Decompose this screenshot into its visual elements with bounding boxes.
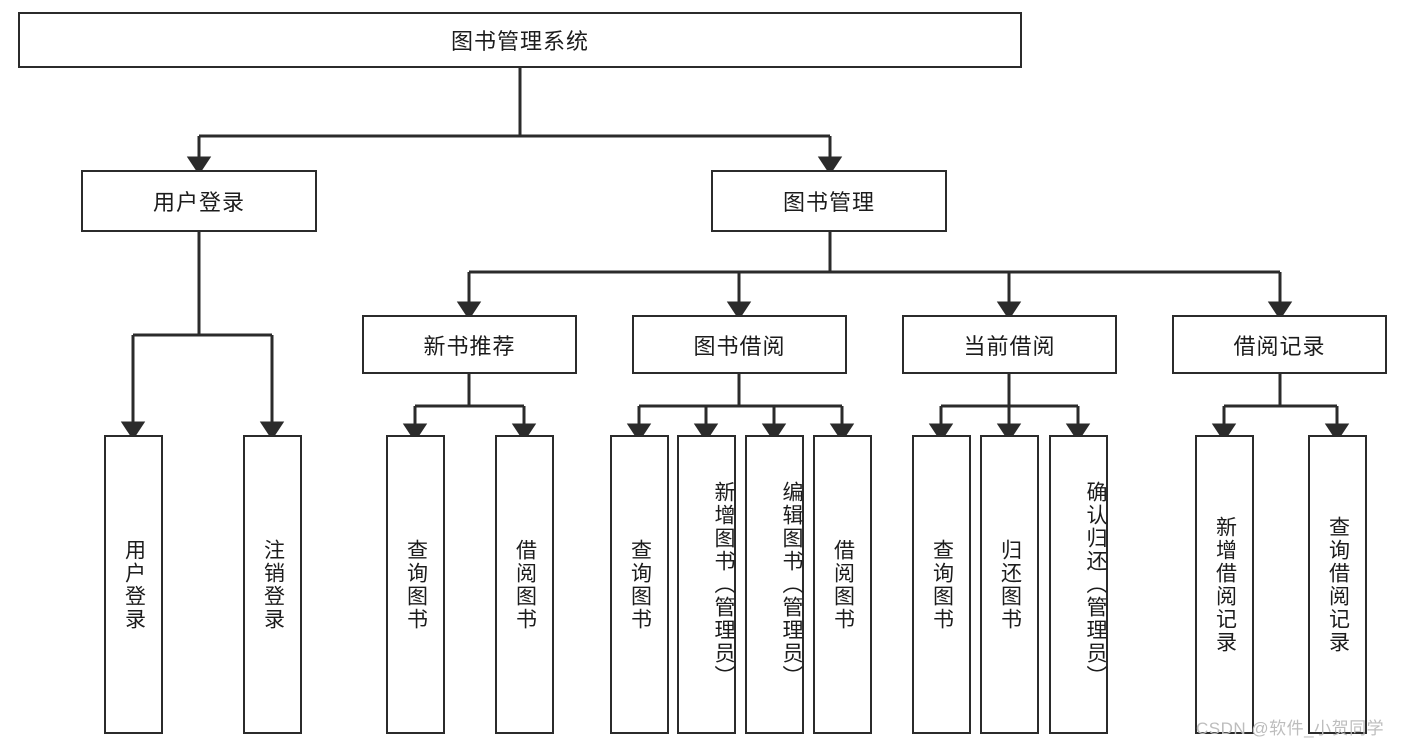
node-leaf-add-book[interactable]: 新增图书（管理员） [677,435,736,734]
node-leaf-query-book-1-label: 查询图书 [404,538,428,631]
node-leaf-confirm-return-label: 确认归还（管理员） [1084,481,1107,688]
node-user-login[interactable]: 用户登录 [81,170,317,232]
node-current-borrow-label: 当前借阅 [963,333,1056,359]
node-leaf-user-login[interactable]: 用户登录 [104,435,163,734]
node-new-book-recommend[interactable]: 新书推荐 [362,315,577,374]
node-leaf-logout-login[interactable]: 注销登录 [243,435,302,734]
node-borrow-record[interactable]: 借阅记录 [1172,315,1387,374]
node-leaf-query-book-1[interactable]: 查询图书 [386,435,445,734]
node-root-label: 图书管理系统 [450,29,589,54]
node-leaf-logout-login-label: 注销登录 [261,538,285,631]
node-borrow-record-label: 借阅记录 [1233,333,1326,359]
node-root[interactable]: 图书管理系统 [18,12,1022,68]
node-new-book-recommend-label: 新书推荐 [423,333,516,359]
node-current-borrow[interactable]: 当前借阅 [902,315,1117,374]
node-leaf-query-book-3-label: 查询图书 [930,538,954,631]
node-leaf-query-record[interactable]: 查询借阅记录 [1308,435,1367,734]
node-leaf-add-record-label: 新增借阅记录 [1213,515,1237,654]
node-leaf-return-book[interactable]: 归还图书 [980,435,1039,734]
node-leaf-borrow-book-1-label: 借阅图书 [513,538,537,631]
node-leaf-query-book-2[interactable]: 查询图书 [610,435,669,734]
node-leaf-borrow-book-1[interactable]: 借阅图书 [495,435,554,734]
node-leaf-borrow-book-2[interactable]: 借阅图书 [813,435,872,734]
node-leaf-add-record[interactable]: 新增借阅记录 [1195,435,1254,734]
node-book-borrow-label: 图书借阅 [693,333,786,359]
node-leaf-edit-book[interactable]: 编辑图书（管理员） [745,435,804,734]
node-leaf-user-login-label: 用户登录 [122,538,146,631]
node-leaf-borrow-book-2-label: 借阅图书 [831,538,855,631]
node-leaf-return-book-label: 归还图书 [998,538,1022,631]
node-user-login-label: 用户登录 [152,190,245,215]
node-leaf-query-record-label: 查询借阅记录 [1326,515,1350,654]
node-leaf-query-book-2-label: 查询图书 [628,538,652,631]
node-leaf-add-book-label: 新增图书（管理员） [712,481,735,688]
node-book-management-label: 图书管理 [782,190,875,215]
node-leaf-confirm-return[interactable]: 确认归还（管理员） [1049,435,1108,734]
node-book-management[interactable]: 图书管理 [711,170,947,232]
node-leaf-edit-book-label: 编辑图书（管理员） [780,481,803,688]
node-book-borrow[interactable]: 图书借阅 [632,315,847,374]
node-leaf-query-book-3[interactable]: 查询图书 [912,435,971,734]
